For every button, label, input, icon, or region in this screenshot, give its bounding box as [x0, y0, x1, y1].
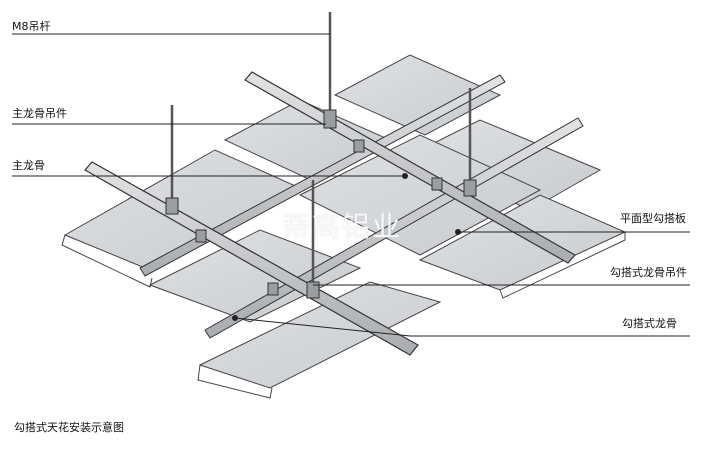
- leader-hook-keel: [234, 317, 690, 337]
- hanger-1: [323, 109, 337, 129]
- panel-loose: [198, 281, 442, 389]
- hook-clip-1: [353, 139, 365, 153]
- hanger-2: [165, 197, 179, 215]
- label-main-keel: 主龙骨: [12, 159, 45, 172]
- label-hook-keel: 勾搭式龙骨: [622, 317, 677, 330]
- hook-clip-2: [431, 177, 443, 191]
- label-main-keel-hanger: 主龙骨吊件: [12, 107, 67, 120]
- leader-hook-keel-dot: [232, 315, 238, 321]
- panel-edge-flange: [61, 234, 153, 288]
- panel-loose-flange: [197, 364, 273, 399]
- hangers: [165, 109, 477, 299]
- panel-edge-flange-2: [499, 232, 626, 299]
- hook-clip-4: [195, 229, 207, 243]
- hanger-4: [306, 281, 320, 299]
- hook-clip-3: [267, 282, 279, 296]
- panel-back-right: [333, 54, 502, 136]
- diagram-caption: 勾搭式天花安装示意图: [14, 421, 124, 434]
- label-hook-keel-hanger: 勾搭式龙骨吊件: [610, 266, 687, 279]
- leader-main-keel-dot: [402, 173, 408, 179]
- label-flat-panel: 平面型勾搭板: [620, 212, 686, 225]
- leader-lines: [12, 33, 690, 337]
- label-m8-rod: M8吊杆: [12, 20, 51, 33]
- ceiling-panels: [61, 54, 627, 399]
- hanger-3: [463, 179, 477, 197]
- watermark: 蒂高铝业: [282, 210, 403, 243]
- leader-flat-panel-dot: [455, 229, 461, 235]
- hanger-rods: [170, 12, 472, 290]
